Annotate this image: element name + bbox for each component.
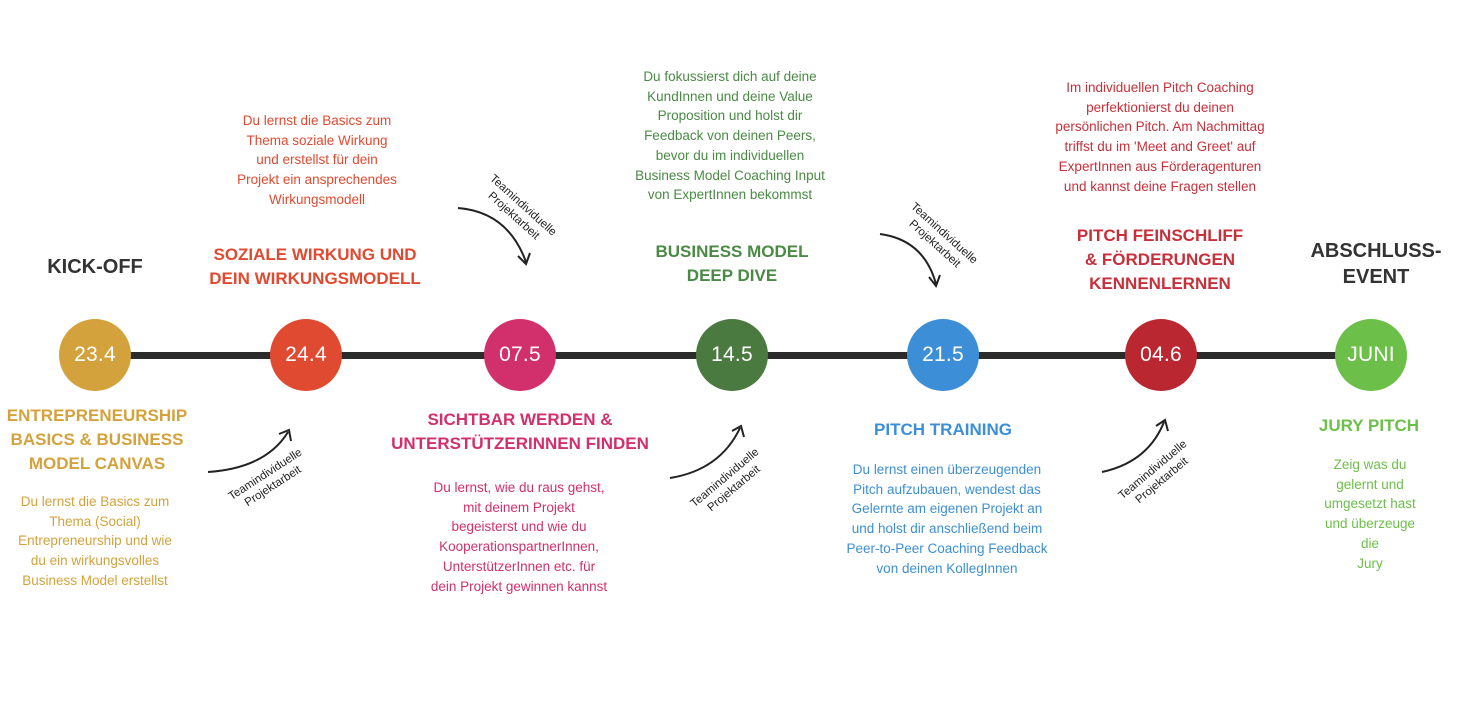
milestone-desc-7: Zeig was du gelernt und umgesetzt hast u… [1324, 457, 1416, 571]
curved-arrow-icon [878, 228, 948, 292]
milestone-node-1: 23.4 [59, 319, 131, 391]
milestone-title-2: SOZIALE WIRKUNG UND DEIN WIRKUNGSMODELL [209, 245, 421, 288]
milestone-node-5: 21.5 [907, 319, 979, 391]
abschluss-event-heading: ABSCHLUSS- EVENT [1310, 240, 1442, 288]
curved-arrow-icon [206, 428, 296, 476]
milestone-node-4: 14.5 [696, 319, 768, 391]
milestone-title-3: SICHTBAR WERDEN & UNTERSTÜTZERINNEN FIND… [391, 410, 649, 453]
milestone-title-6: PITCH FEINSCHLIFF & FÖRDERUNGEN KENNENLE… [1076, 226, 1244, 293]
milestone-node-6: 04.6 [1125, 319, 1197, 391]
curved-arrow-icon [1100, 418, 1172, 476]
milestone-desc-3: Du lernst, wie du raus gehst, mit deinem… [430, 480, 608, 594]
milestone-node-3: 07.5 [484, 319, 556, 391]
milestone-title-1: ENTREPRENEURSHIP BASICS & BUSINESS MODEL… [6, 406, 188, 473]
milestone-node-7: JUNI [1335, 319, 1407, 391]
milestone-desc-5: Du lernst einen überzeugenden Pitch aufz… [846, 462, 1048, 576]
curved-arrow-icon [456, 200, 536, 270]
milestone-desc-4: Du fokussierst dich auf deine KundInnen … [635, 69, 825, 203]
milestone-title-4: BUSINESS MODEL DEEP DIVE [655, 242, 809, 285]
milestone-node-2: 24.4 [270, 319, 342, 391]
milestone-title-7: JURY PITCH [1318, 416, 1420, 435]
milestone-desc-6: Im individuellen Pitch Coaching perfekti… [1055, 80, 1265, 194]
milestone-title-5: PITCH TRAINING [874, 420, 1012, 439]
milestone-desc-2: Du lernst die Basics zum Thema soziale W… [237, 113, 397, 207]
milestone-desc-1: Du lernst die Basics zum Thema (Social) … [18, 494, 172, 588]
curved-arrow-icon [668, 424, 748, 482]
kickoff-heading: KICK-OFF [47, 256, 143, 278]
